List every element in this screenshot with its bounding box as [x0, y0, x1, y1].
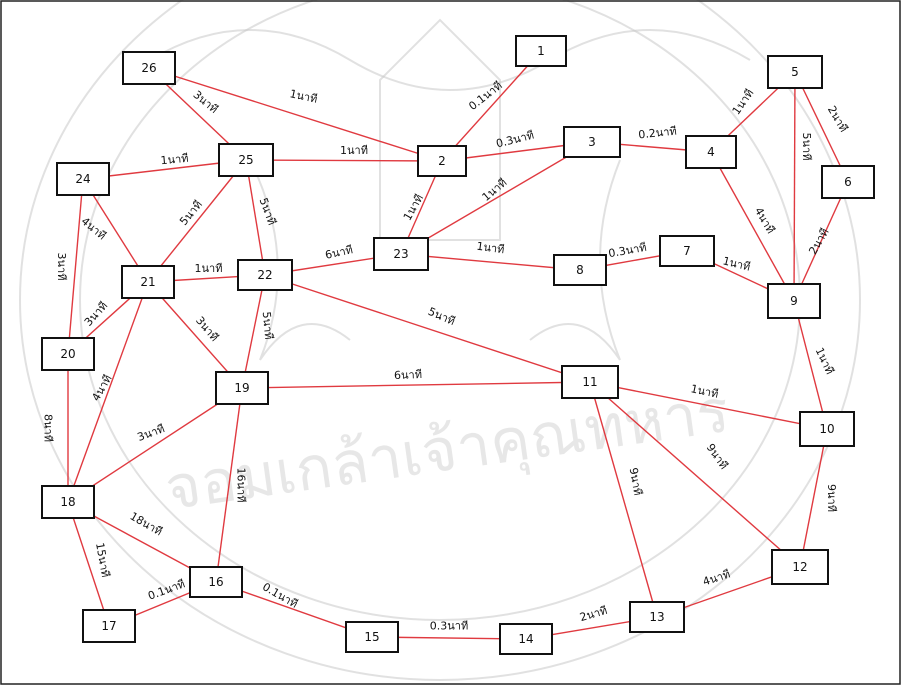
edge-label-22-23: 6นาที: [324, 243, 354, 262]
edge-label-8-7: 0.3นาที: [607, 241, 647, 260]
node-13: 13: [630, 602, 684, 632]
edge-label-24-21: 4นาที: [79, 215, 109, 243]
node-label-16: 16: [208, 575, 223, 589]
edge-25-22: [246, 160, 265, 275]
node-label-12: 12: [792, 560, 807, 574]
node-20: 20: [42, 338, 94, 370]
edge-label-3-4: 0.2นาที: [638, 125, 678, 142]
node-label-17: 17: [101, 619, 116, 633]
node-label-2: 2: [438, 154, 446, 168]
node-label-7: 7: [683, 244, 691, 258]
node-22: 22: [238, 260, 292, 290]
node-1: 1: [516, 36, 566, 66]
edge-label-6-9: 2นาที: [806, 226, 831, 257]
node-label-15: 15: [364, 630, 379, 644]
edge-label-23-8: 1นาที: [476, 240, 505, 257]
node-26: 26: [123, 52, 175, 84]
node-4: 4: [686, 136, 736, 168]
node-10: 10: [800, 412, 854, 446]
node-16: 16: [190, 567, 242, 597]
node-label-13: 13: [649, 610, 664, 624]
node-label-8: 8: [576, 263, 584, 277]
edge-25-2: [246, 160, 442, 161]
edge-22-11: [265, 275, 590, 382]
node-label-4: 4: [707, 145, 715, 159]
edge-label-9-10: 1นาที: [813, 346, 837, 377]
edge-19-11: [242, 382, 590, 388]
node-12: 12: [772, 550, 828, 584]
edge-label-24-20: 3นาที: [55, 253, 68, 281]
edge-label-22-11: 5นาที: [426, 305, 457, 328]
edge-label-26-2: 1นาที: [288, 87, 318, 106]
edge-5-9: [794, 72, 795, 301]
node-18: 18: [42, 486, 94, 518]
node-19: 19: [216, 372, 268, 404]
node-label-6: 6: [844, 175, 852, 189]
edge-label-15-14: 0.3นาที: [430, 620, 468, 633]
edge-label-25-2: 1นาที: [340, 144, 368, 157]
node-11: 11: [562, 366, 618, 398]
edge-label-21-22: 1นาที: [195, 262, 223, 275]
node-label-26: 26: [141, 61, 156, 75]
edge-label-21-19: 3นาที: [193, 314, 221, 344]
node-25: 25: [219, 144, 273, 176]
node-label-24: 24: [75, 172, 90, 186]
node-label-20: 20: [60, 347, 75, 361]
edge-label-1-2: 0.1นาที: [466, 79, 504, 113]
edge-label-16-15: 0.1นาที: [260, 580, 300, 610]
edge-label-25-21: 5นาที: [177, 198, 205, 228]
edge-label-11-13: 9นาที: [627, 467, 645, 497]
node-5: 5: [768, 56, 822, 88]
node-6: 6: [822, 166, 874, 198]
node-label-5: 5: [791, 65, 799, 79]
node-label-11: 11: [582, 375, 597, 389]
edge-label-18-17: 15นาที: [93, 542, 112, 579]
node-label-18: 18: [60, 495, 75, 509]
node-7: 7: [660, 236, 714, 266]
node-15: 15: [346, 622, 398, 652]
edge-label-5-6: 2นาที: [825, 104, 850, 135]
edge-4-9: [711, 152, 794, 301]
node-label-21: 21: [140, 275, 155, 289]
node-label-14: 14: [518, 632, 533, 646]
edge-label-21-20: 3นาที: [82, 299, 110, 328]
edge-label-10-12: 9นาที: [825, 484, 838, 512]
node-label-1: 1: [537, 44, 545, 58]
node-14: 14: [500, 624, 552, 654]
edge-label-22-19: 5นาที: [260, 311, 275, 340]
edge-label-25-22: 5นาที: [257, 196, 279, 227]
node-9: 9: [768, 284, 820, 318]
edge-10-12: [800, 429, 827, 567]
node-3: 3: [564, 127, 620, 157]
node-label-23: 23: [393, 247, 408, 261]
node-label-10: 10: [819, 422, 834, 436]
node-label-19: 19: [234, 381, 249, 395]
edge-label-7-9: 1นาที: [721, 254, 751, 273]
edge-label-20-18: 8นาที: [42, 414, 55, 442]
edge-label-14-13: 2นาที: [578, 604, 608, 624]
edge-label-19-16: 16นาที: [235, 468, 248, 503]
edge-label-18-16: 18นาที: [128, 510, 165, 539]
edge-label-2-23: 1นาที: [401, 192, 426, 223]
node-23: 23: [374, 238, 428, 270]
node-24: 24: [57, 163, 109, 195]
edge-label-5-9: 5นาที: [800, 133, 813, 161]
node-label-22: 22: [257, 268, 272, 282]
node-label-3: 3: [588, 135, 596, 149]
node-label-25: 25: [238, 153, 253, 167]
edge-label-24-25: 1นาที: [160, 152, 189, 167]
edge-label-19-11: 6นาที: [394, 368, 422, 382]
node-8: 8: [554, 255, 606, 285]
edge-1-2: [442, 51, 541, 161]
node-2: 2: [418, 146, 466, 176]
node-label-9: 9: [790, 294, 798, 308]
node-21: 21: [122, 266, 174, 298]
node-17: 17: [83, 610, 135, 642]
node-layer: 1234567891011121314151617181920212223242…: [42, 36, 874, 654]
